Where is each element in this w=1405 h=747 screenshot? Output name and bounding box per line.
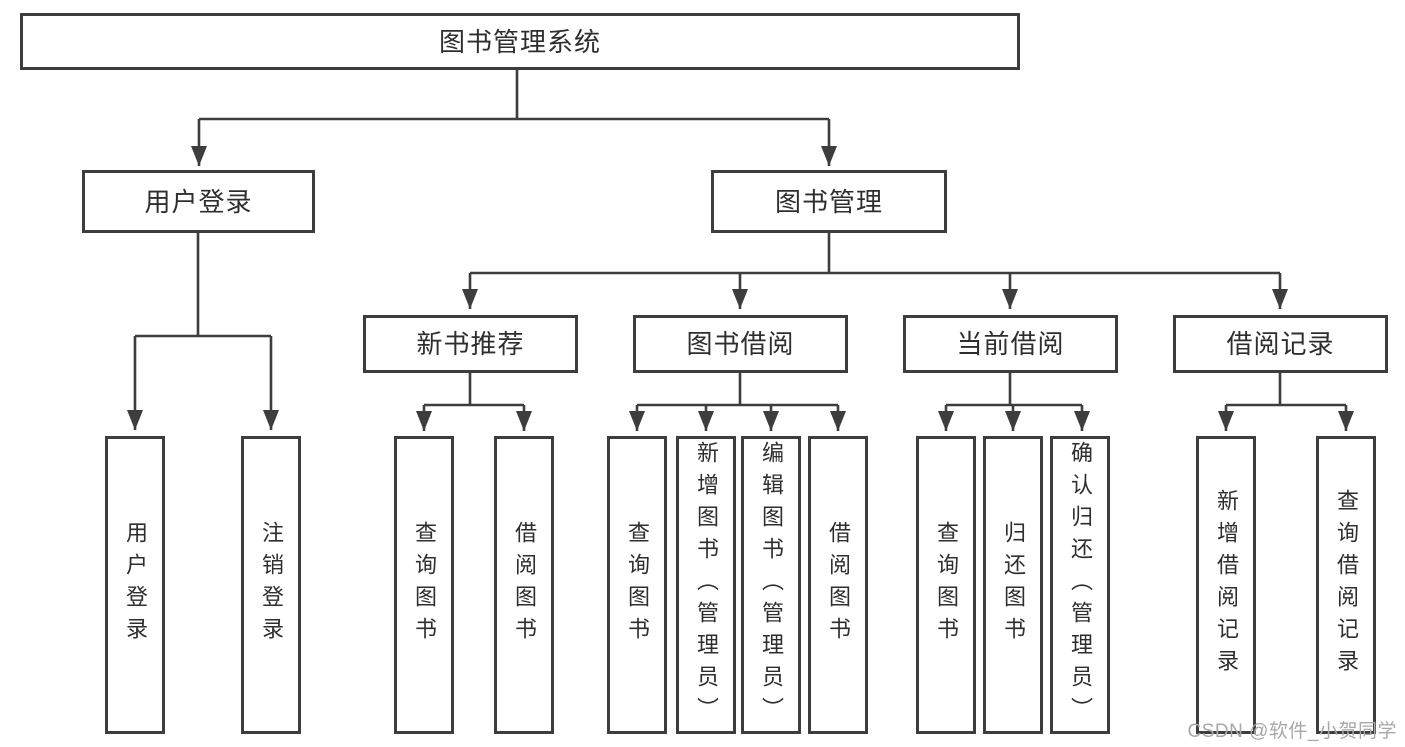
leaf-add-book-admin: 新增图书（管理员）	[676, 436, 736, 734]
node-book-borrowing: 图书借阅	[633, 315, 848, 373]
leaf-confirm-return-admin: 确认归还（管理员）	[1050, 436, 1110, 734]
leaf-query-books-3: 查询图书	[916, 436, 976, 734]
leaf-query-books-1: 查询图书	[394, 436, 454, 734]
node-book-management: 图书管理	[711, 170, 947, 233]
leaf-query-borrow-record: 查询借阅记录	[1316, 436, 1376, 734]
node-borrowing-records: 借阅记录	[1173, 315, 1388, 373]
leaf-borrow-books-2: 借阅图书	[808, 436, 868, 734]
node-new-book-recommendation: 新书推荐	[363, 315, 578, 373]
leaf-add-borrow-record: 新增借阅记录	[1196, 436, 1256, 734]
node-user-login: 用户登录	[82, 170, 315, 233]
node-library-management-system: 图书管理系统	[20, 13, 1020, 70]
leaf-user-login: 用户登录	[105, 436, 165, 734]
connector-lines	[135, 69, 1346, 407]
leaf-borrow-books-1: 借阅图书	[494, 436, 554, 734]
leaf-logout: 注销登录	[241, 436, 301, 734]
node-current-borrowing: 当前借阅	[903, 315, 1118, 373]
leaf-edit-book-admin: 编辑图书（管理员）	[741, 436, 801, 734]
leaf-query-books-2: 查询图书	[607, 436, 667, 734]
watermark: CSDN @软件_小贺同学	[1187, 721, 1397, 742]
leaf-return-books: 归还图书	[983, 436, 1043, 734]
